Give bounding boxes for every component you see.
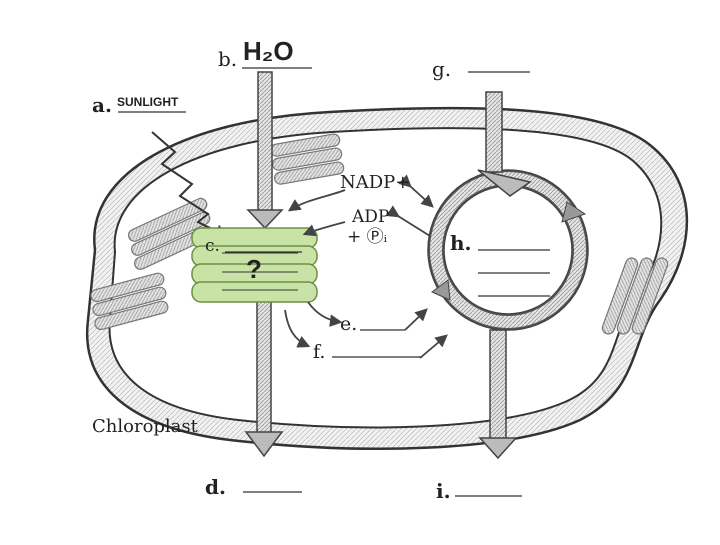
reaction-arrows <box>284 174 448 359</box>
oxygen-arrow <box>244 299 284 458</box>
label-e-letter: e. <box>340 313 357 335</box>
background-grana-upper <box>128 133 345 270</box>
label-adp: ADP <box>351 207 389 227</box>
label-nadp: NADP+ <box>340 172 410 193</box>
label-f-letter: f. <box>313 341 325 363</box>
label-b-text: H₂O <box>243 36 294 66</box>
label-pi: + Ⓟᵢ <box>347 227 388 247</box>
label-b-letter: b. <box>218 47 237 71</box>
label-a-text: SUNLIGHT <box>117 95 179 109</box>
background-grana-lower <box>90 257 669 335</box>
label-a-letter: a. <box>92 93 112 117</box>
thylakoid-stack <box>191 227 318 303</box>
label-g-letter: g. <box>432 57 451 81</box>
label-i-letter: i. <box>436 479 451 503</box>
sugar-arrow <box>478 329 518 460</box>
water-arrow <box>246 71 284 230</box>
label-c-unknown: ? <box>246 254 262 284</box>
label-h-letter: h. <box>450 231 472 255</box>
thylakoid-disc <box>191 281 318 303</box>
sunlight-ray <box>151 131 229 238</box>
label-c-letter: c. <box>205 236 220 256</box>
label-d-letter: d. <box>205 475 226 499</box>
co2-arrow <box>477 91 532 197</box>
answer-blanks <box>118 67 550 497</box>
label-chloroplast: Chloroplast <box>92 416 199 437</box>
